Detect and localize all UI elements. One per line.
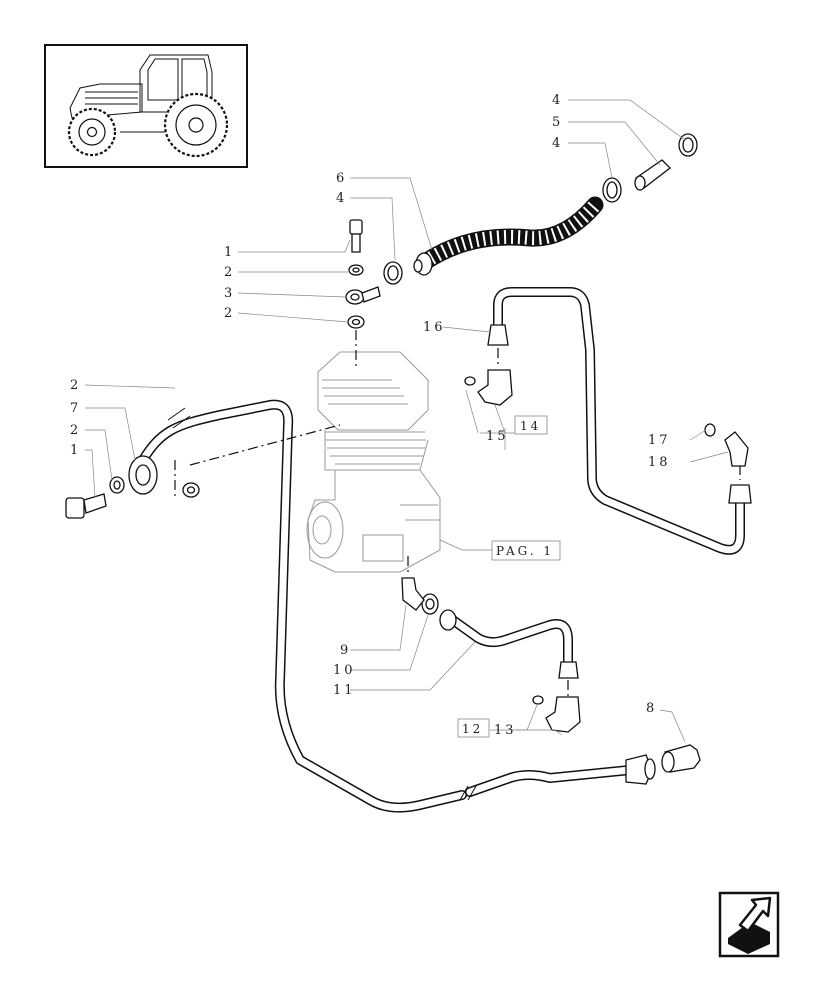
callout-7: 7	[70, 401, 81, 416]
callout-8: 8	[646, 701, 657, 716]
callout-17: 17	[648, 433, 671, 448]
corrugated-hose	[413, 196, 604, 276]
banjo-bolt-left	[65, 493, 107, 519]
boxed-ref-12-label: 12	[462, 722, 483, 736]
sealing-washer-top	[348, 264, 364, 276]
sealing-washer-left	[109, 476, 125, 494]
elbow-fitting-right	[724, 431, 749, 467]
callout-labels: 4 5 4 6 4 1 2 3 2 16 2 7 2 1 15 17 18 9 …	[70, 93, 671, 738]
air-compressor-body	[306, 351, 441, 573]
elbow-fitting-upper	[464, 369, 513, 406]
hose-adapter-fitting	[634, 159, 671, 191]
callout-11: 11	[333, 683, 356, 698]
callout-13: 13	[494, 723, 517, 738]
hose-clamp-middle	[602, 177, 622, 203]
callout-2d: 2	[70, 423, 81, 438]
callout-15: 15	[486, 429, 509, 444]
straight-connector	[661, 744, 701, 773]
tractor-thumbnail-icon[interactable]	[44, 44, 248, 168]
lower-air-pipe	[439, 609, 579, 679]
boxed-ref-12[interactable]: 12	[457, 718, 490, 738]
callout-5: 5	[552, 115, 563, 130]
page-ref-box[interactable]: PAG. 1	[491, 540, 561, 561]
callout-2b: 2	[224, 306, 235, 321]
callout-9: 9	[340, 643, 351, 658]
callout-6: 6	[336, 171, 347, 186]
union-fitting	[421, 593, 439, 615]
page-ref-label: PAG. 1	[496, 544, 554, 558]
callout-10: 10	[333, 663, 356, 678]
elbow-fitting-compressor	[401, 577, 425, 611]
hose-clamp-lower	[383, 261, 403, 285]
main-air-pipe	[128, 399, 656, 813]
callout-3: 3	[224, 286, 235, 301]
boxed-ref-14-label: 14	[520, 419, 541, 433]
callout-1b: 1	[70, 443, 81, 458]
callout-4a: 4	[552, 93, 563, 108]
hose-clamp-upper	[678, 133, 698, 157]
banjo-bolt-top	[349, 219, 363, 253]
o-ring-right	[704, 423, 716, 437]
banjo-fitting-top	[345, 286, 381, 305]
callout-4c: 4	[336, 191, 347, 206]
sealing-washer-right	[182, 482, 200, 498]
callout-18: 18	[648, 455, 671, 470]
callout-16: 16	[423, 320, 446, 335]
return-air-pipe	[487, 287, 752, 555]
next-page-arrow-icon[interactable]	[718, 891, 780, 958]
callout-1a: 1	[224, 245, 235, 260]
boxed-ref-14[interactable]: 14	[514, 415, 548, 435]
callout-4b: 4	[552, 136, 563, 151]
elbow-fitting-lower	[532, 695, 581, 733]
callout-2c: 2	[70, 378, 81, 393]
leader-lines	[84, 99, 729, 743]
sealing-washer-lower	[347, 315, 365, 329]
callout-2a: 2	[224, 265, 235, 280]
